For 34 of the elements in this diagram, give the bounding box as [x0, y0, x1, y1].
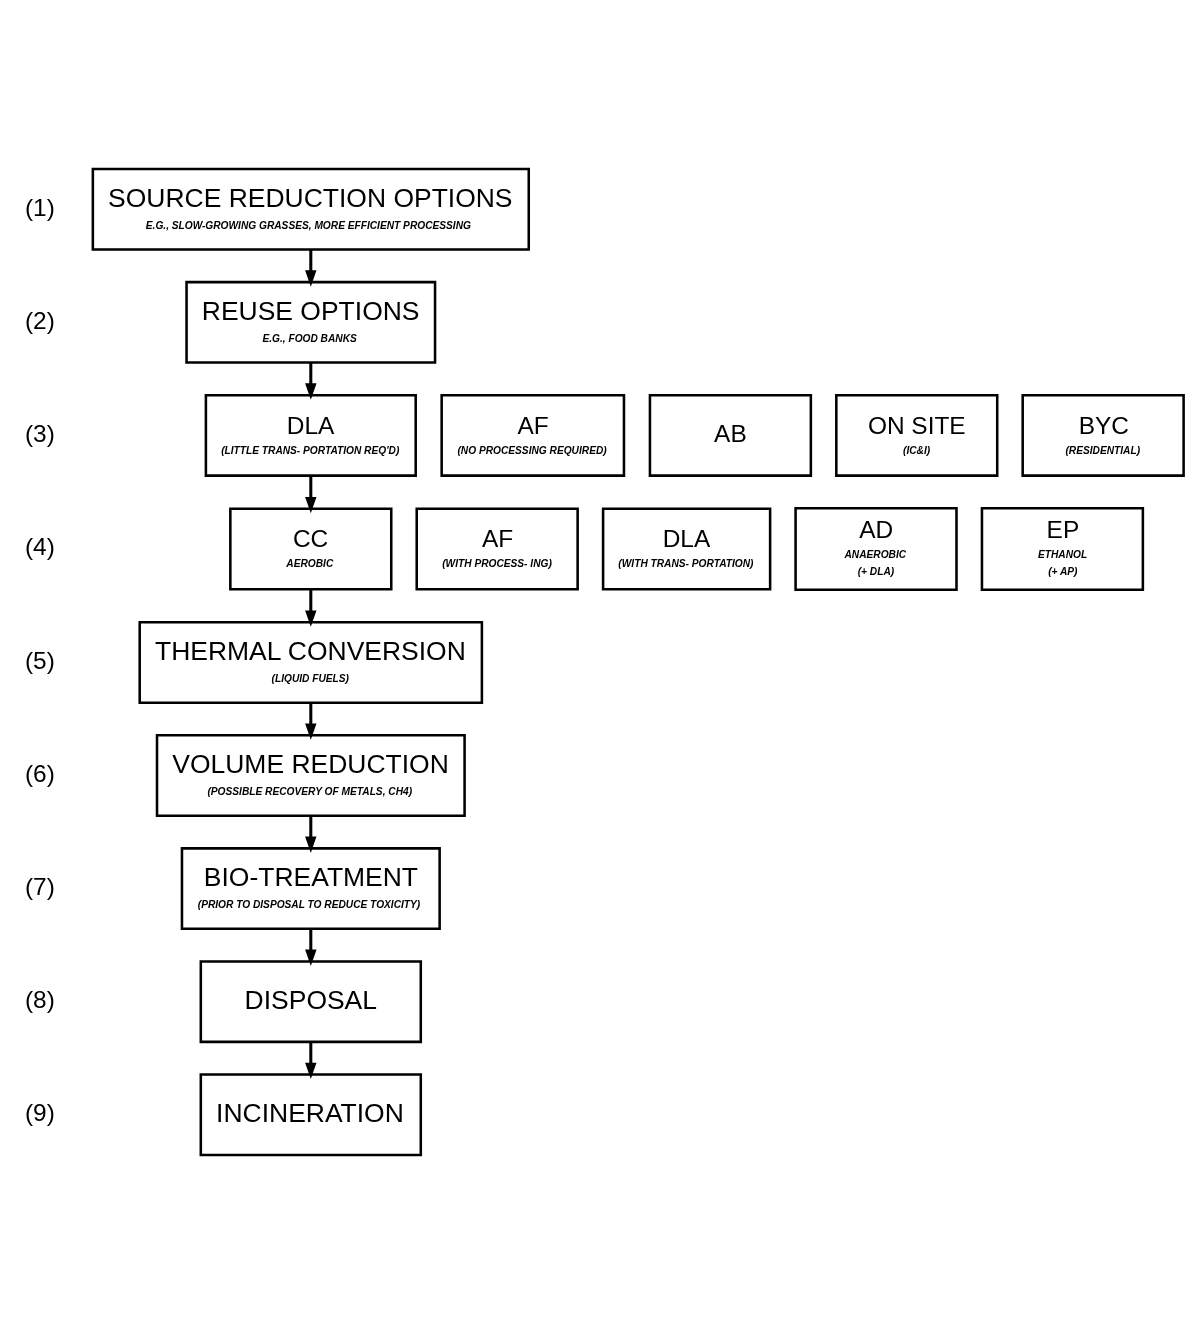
node-box: DLA (WITH TRANS- PORTATION): [601, 507, 772, 591]
node-box: VOLUME REDUCTION (POSSIBLE RECOVERY OF METALS, CH4): [155, 734, 466, 818]
node-box: CC AEROBIC: [229, 507, 393, 591]
node-box: DLA (LITTLE TRANS- PORTATION REQ'D): [204, 393, 417, 477]
node-box: SOURCE REDUCTION OPTIONS E.G., SLOW-GROWING GRASSES, MORE EFFICIENT PROCESSING: [91, 167, 531, 251]
arrow: [305, 816, 317, 853]
label: (8): [24, 985, 55, 1013]
node-box: EP ETHANOL (+ AP): [980, 506, 1145, 591]
arrow: [305, 362, 317, 400]
node-box: BYC (RESIDENTIAL): [1021, 393, 1185, 477]
node-box: REUSE OPTIONS E.G., FOOD BANKS: [185, 280, 437, 364]
arrow: [305, 589, 317, 627]
node-box: THERMAL CONVERSION (LIQUID FUELS): [138, 621, 484, 704]
label: (1): [24, 193, 55, 221]
label: (9): [24, 1099, 55, 1127]
node-box: INCINERATION: [199, 1073, 423, 1157]
arrow: [305, 703, 317, 740]
node-box: DISPOSAL: [199, 960, 423, 1044]
node-box: AF (WITH PROCESS- ING): [415, 507, 579, 591]
label: (2): [24, 306, 55, 334]
arrow: [305, 1042, 317, 1079]
label: (5): [24, 646, 55, 674]
node-box: AF (NO PROCESSING REQUIRED): [440, 393, 626, 477]
node-box: AD ANAEROBIC (+ DLA): [794, 506, 958, 591]
node-box: BIO-TREATMENT (PRIOR TO DISPOSAL TO REDUCE TOXICITY): [180, 847, 441, 931]
label: (4): [24, 533, 55, 561]
label: (6): [24, 759, 55, 787]
arrow: [305, 475, 317, 514]
label: (7): [24, 872, 55, 900]
arrow: [305, 249, 317, 287]
arrow: [305, 929, 317, 966]
node-box: ON SITE (IC&I): [835, 393, 999, 477]
node-box: AB: [648, 393, 813, 477]
label: (3): [24, 419, 55, 447]
